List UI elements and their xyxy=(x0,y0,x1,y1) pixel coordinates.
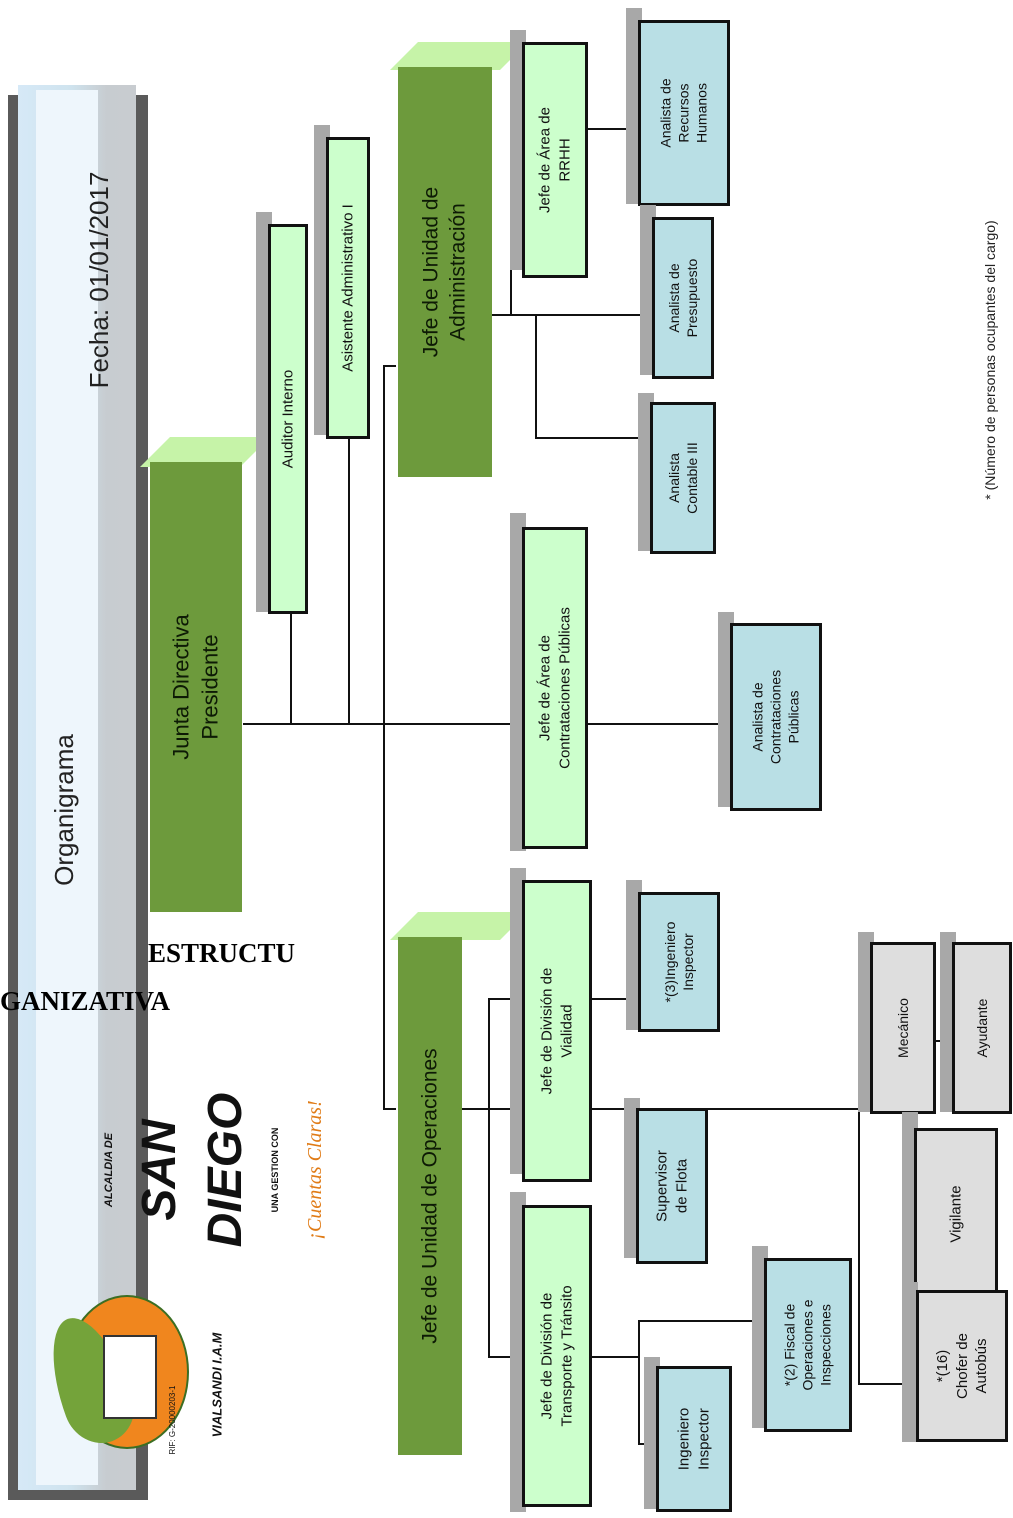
connector xyxy=(590,1356,640,1358)
ingeniero-inspector-label: Ingeniero Inspector xyxy=(675,1407,713,1471)
footnote: * (Número de personas ocupantes del carg… xyxy=(981,220,998,500)
jefe-transporte-box: Jefe de División de Transporte y Tránsit… xyxy=(522,1205,592,1507)
logo-building-icon xyxy=(103,1335,157,1419)
asistente-box: Asistente Administrativo I xyxy=(326,137,370,439)
connector xyxy=(535,314,537,438)
connector xyxy=(858,1383,918,1385)
mecanico-box: Mecánico xyxy=(870,942,936,1114)
analista-contrataciones-box: Analista de Contrataciones Públicas xyxy=(730,623,822,811)
date-label: Fecha: 01/01/2017 xyxy=(84,171,115,389)
ingeniero-inspector-box: Ingeniero Inspector xyxy=(656,1366,732,1512)
analista-contrataciones-label: Analista de Contrataciones Públicas xyxy=(749,669,803,765)
connector xyxy=(488,998,490,1358)
chofer-label: *(16) Chofer de Autobús xyxy=(933,1333,990,1399)
analista-presupuesto-box: Analista de Presupuesto xyxy=(652,217,714,379)
connector xyxy=(535,437,650,439)
analista-contable-label: Analista Contable III xyxy=(665,442,700,514)
analista-contable-box: Analista Contable III xyxy=(650,402,716,554)
chofer-box: *(16) Chofer de Autobús xyxy=(916,1290,1008,1442)
ingeniero-inspector-3-box: *(3)Ingeniero Inspector xyxy=(638,892,720,1032)
jefe-admin-label: Jefe de Unidad de Administración xyxy=(419,186,470,358)
logo-rif: RIF: G-20000203-1 xyxy=(167,1385,177,1455)
fiscal-box: *(2) Fiscal de Operaciones e Inspeccione… xyxy=(764,1258,852,1432)
page-title: Organigrama xyxy=(49,734,80,886)
ayudante-box: Ayudante xyxy=(952,942,1012,1114)
jefe-operaciones-box: Jefe de Unidad de Operaciones xyxy=(398,937,462,1455)
presidente-label: Junta Directiva Presidente xyxy=(168,614,222,760)
vigilante-label: Vigilante xyxy=(947,1185,965,1243)
asistente-label: Asistente Administrativo I xyxy=(339,204,357,372)
connector xyxy=(383,1108,396,1110)
overlay-heading-2: GANIZATIVA xyxy=(0,986,171,1016)
presidente-box: Junta Directiva Presidente xyxy=(150,462,242,912)
connector xyxy=(348,437,350,725)
fiscal-label: *(2) Fiscal de Operaciones e Inspeccione… xyxy=(781,1299,835,1391)
connector xyxy=(243,723,758,725)
box-3d-top xyxy=(390,42,528,70)
overlay-heading-1: ESTRUCTU xyxy=(148,938,296,968)
logo: ALCALDIA DE SAN DIEGO UNA GESTION CON ¡C… xyxy=(34,1035,326,1475)
logo-slogan: ¡Cuentas Claras! xyxy=(304,1100,327,1240)
jefe-contrataciones-box: Jefe de Área de Contrataciones Públicas xyxy=(522,527,588,849)
box-shadow xyxy=(902,1282,918,1442)
logo-tagline: UNA GESTION CON xyxy=(269,1127,280,1213)
ingeniero-inspector-3-label: *(3)Ingeniero Inspector xyxy=(661,921,696,1003)
logo-brand-2: DIEGO xyxy=(199,1092,253,1248)
connector xyxy=(586,128,638,130)
mecanico-label: Mecánico xyxy=(894,998,911,1058)
logo-brand: ALCALDIA DE SAN DIEGO UNA GESTION CON ¡C… xyxy=(103,1040,326,1300)
connector xyxy=(590,998,640,1000)
analista-rrhh-box: Analista de Recursos Humanos xyxy=(638,20,730,206)
connector xyxy=(488,998,522,1000)
box-3d-top xyxy=(390,912,528,940)
connector xyxy=(638,1320,640,1445)
logo-brand-1: SAN xyxy=(132,1119,186,1221)
connector xyxy=(492,314,652,316)
connector xyxy=(290,613,292,725)
vigilante-box: Vigilante xyxy=(914,1128,998,1300)
auditor-box: Auditor Interno xyxy=(268,224,308,614)
jefe-operaciones-label: Jefe de Unidad de Operaciones xyxy=(418,1048,442,1344)
jefe-admin-box: Jefe de Unidad de Administración xyxy=(398,67,492,477)
analista-rrhh-label: Analista de Recursos Humanos xyxy=(657,78,711,148)
auditor-label: Auditor Interno xyxy=(279,369,297,469)
supervisor-flota-box: Supervisor de Flota xyxy=(636,1108,708,1264)
jefe-vialidad-label: Jefe de División de Vialidad xyxy=(538,967,576,1095)
ayudante-label: Ayudante xyxy=(973,998,990,1058)
jefe-contrataciones-label: Jefe de Área de Contrataciones Públicas xyxy=(536,607,574,769)
connector xyxy=(383,365,385,1110)
connector xyxy=(488,1356,522,1358)
logo-maker: VIALSANDI I.A.M xyxy=(209,1332,225,1438)
header-band-white xyxy=(36,90,98,1485)
connector xyxy=(586,723,731,725)
connector xyxy=(638,1320,766,1322)
jefe-vialidad-box: Jefe de División de Vialidad xyxy=(522,880,592,1182)
logo-top-text: ALCALDIA DE xyxy=(102,1132,115,1208)
connector xyxy=(383,365,396,367)
connector xyxy=(858,1040,860,1385)
jefe-rrhh-box: Jefe de Área de RRHH xyxy=(522,42,588,278)
jefe-rrhh-label: Jefe de Área de RRHH xyxy=(536,107,574,213)
analista-presupuesto-label: Analista de Presupuesto xyxy=(665,258,700,338)
supervisor-flota-label: Supervisor de Flota xyxy=(653,1150,691,1222)
jefe-transporte-label: Jefe de División de Transporte y Tránsit… xyxy=(538,1285,576,1427)
